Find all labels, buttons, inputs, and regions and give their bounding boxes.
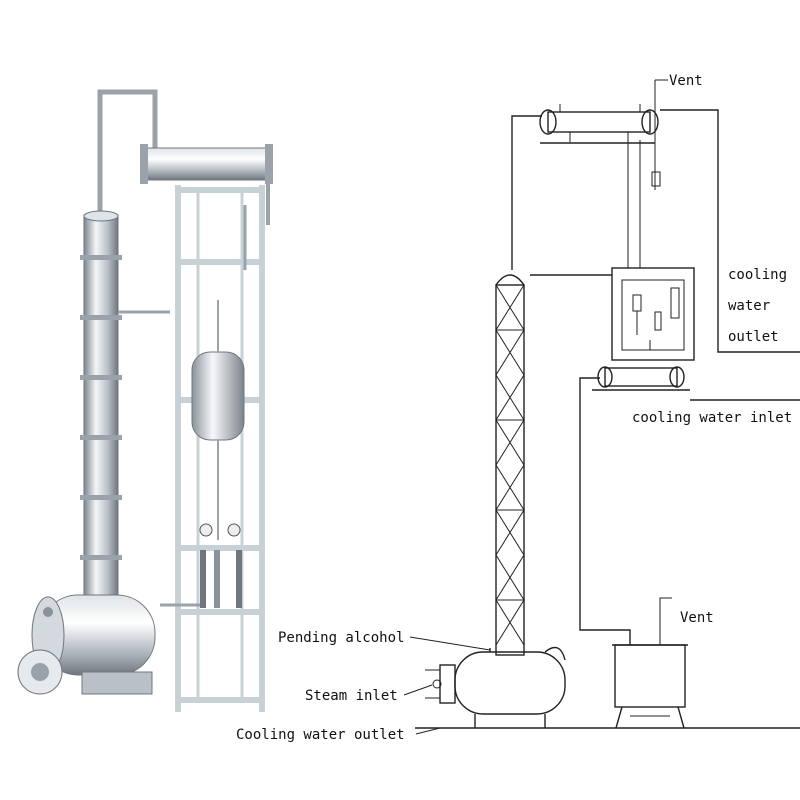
schematic-reboiler [425,646,566,728]
equipment-illustration [17,89,273,712]
label-cooling-water-inlet: cooling water inlet [632,410,792,426]
support-frame [175,185,265,712]
reboiler-tank [17,594,200,695]
receiver-vessel [191,300,245,540]
schematic-column [495,274,525,656]
label-cooling-water-outlet-bottom: Cooling water outlet [236,727,405,743]
label-vent-top: Vent [669,73,703,89]
distillation-column [80,210,170,601]
label-steam-inlet: Steam inlet [305,688,398,704]
schematic-top-condenser [539,104,659,144]
schematic-lower-condenser [592,366,690,391]
schematic-control-panel [530,140,695,361]
label-cooling-outlet-line3: outlet [728,329,779,345]
label-vent-receiver: Vent [680,610,714,626]
gauges-flowmeters [199,523,242,608]
condenser-top [140,144,273,270]
label-cooling-outlet-line1: cooling [728,267,787,283]
label-cooling-outlet-line2: water [728,298,770,314]
schematic-receiver-tank [612,597,688,729]
process-schematic: Vent cooling water outlet [403,73,800,735]
label-pending-alcohol: Pending alcohol [278,630,404,646]
